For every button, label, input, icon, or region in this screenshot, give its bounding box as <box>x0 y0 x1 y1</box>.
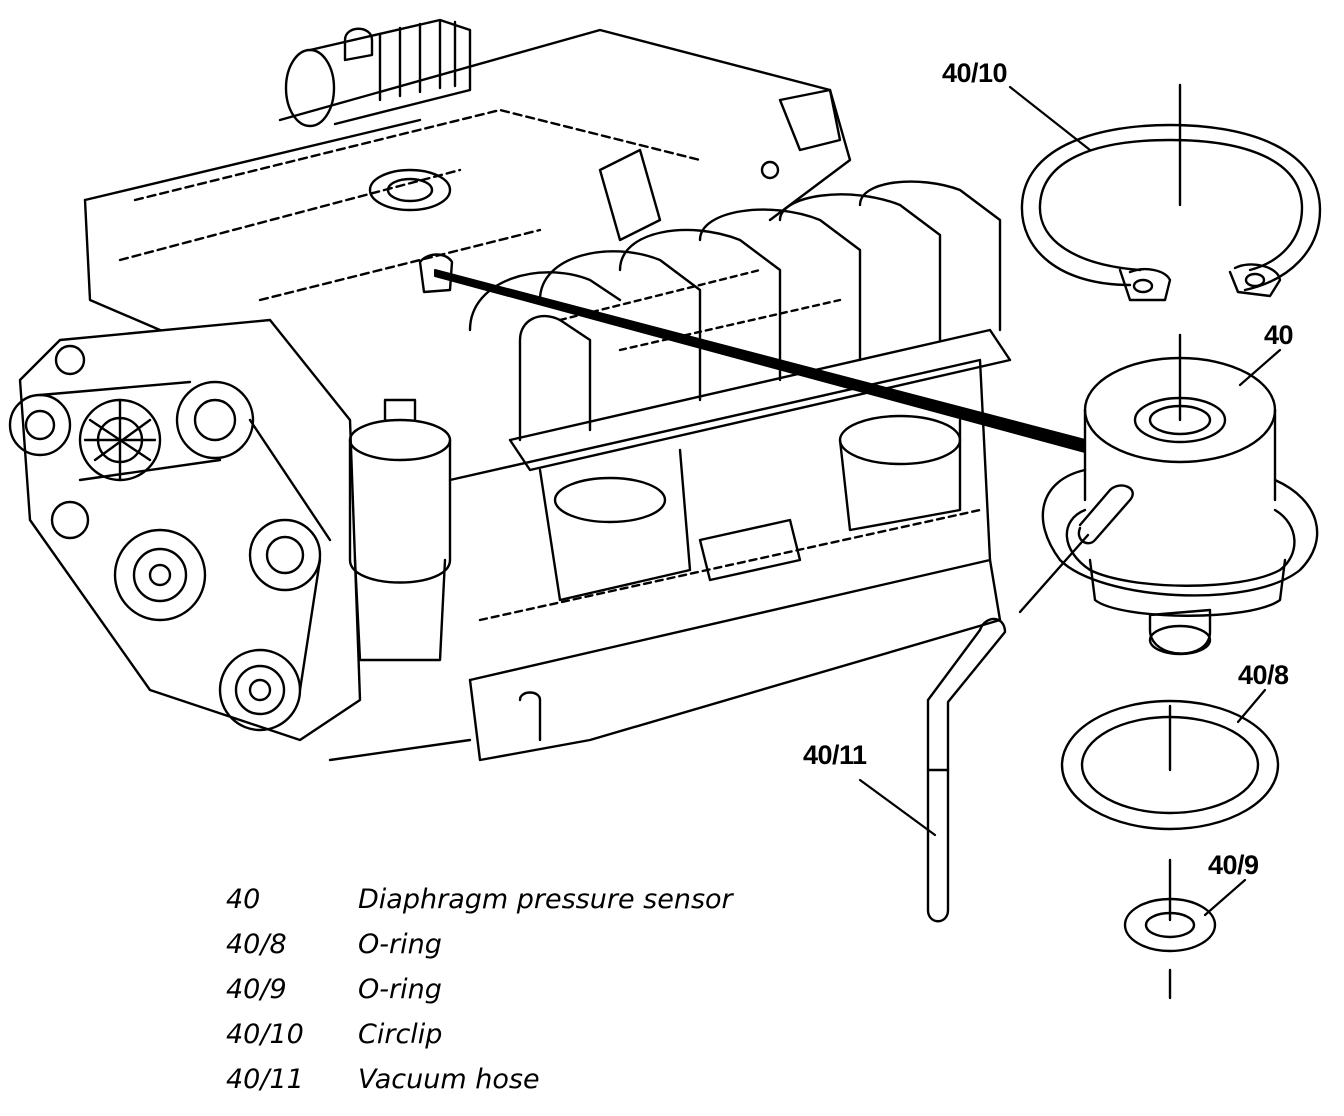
callout-leaders <box>858 85 1282 917</box>
pressure-sensor-part <box>1018 333 1319 656</box>
vacuum-hose-part <box>926 617 1007 923</box>
callout-40-11: 40/11 <box>803 740 867 770</box>
callout-40-8: 40/8 <box>1238 660 1289 690</box>
circlip-part <box>1020 83 1322 302</box>
callout-40-10: 40/10 <box>942 58 1008 88</box>
legend-desc: Vacuum hose <box>358 1064 540 1095</box>
fuel-canister <box>348 398 452 662</box>
legend-code: 40 <box>226 884 261 915</box>
pulley-system <box>8 318 362 742</box>
legend-code: 40/11 <box>226 1064 304 1095</box>
intake-manifold <box>468 180 1012 472</box>
legend-desc: Diaphragm pressure sensor <box>358 884 733 915</box>
engine-cover <box>83 28 852 332</box>
o-ring-small-part <box>1123 858 1217 1000</box>
legend-code: 40/8 <box>226 929 287 960</box>
air-intake <box>284 18 472 128</box>
legend-desc: O-ring <box>358 974 442 1005</box>
legend-code: 40/10 <box>226 1019 304 1050</box>
callout-40: 40 <box>1264 320 1294 350</box>
o-ring-large-part <box>1060 699 1280 831</box>
callout-40-9: 40/9 <box>1208 850 1259 880</box>
engine-block-lower <box>328 358 1002 762</box>
legend-desc: Circlip <box>358 1019 443 1050</box>
sensor-leader-line <box>434 269 1086 453</box>
sensor-mount-port <box>418 253 454 294</box>
legend-desc: O-ring <box>358 929 442 960</box>
engine-illustration <box>8 18 1012 762</box>
legend-code: 40/9 <box>226 974 287 1005</box>
